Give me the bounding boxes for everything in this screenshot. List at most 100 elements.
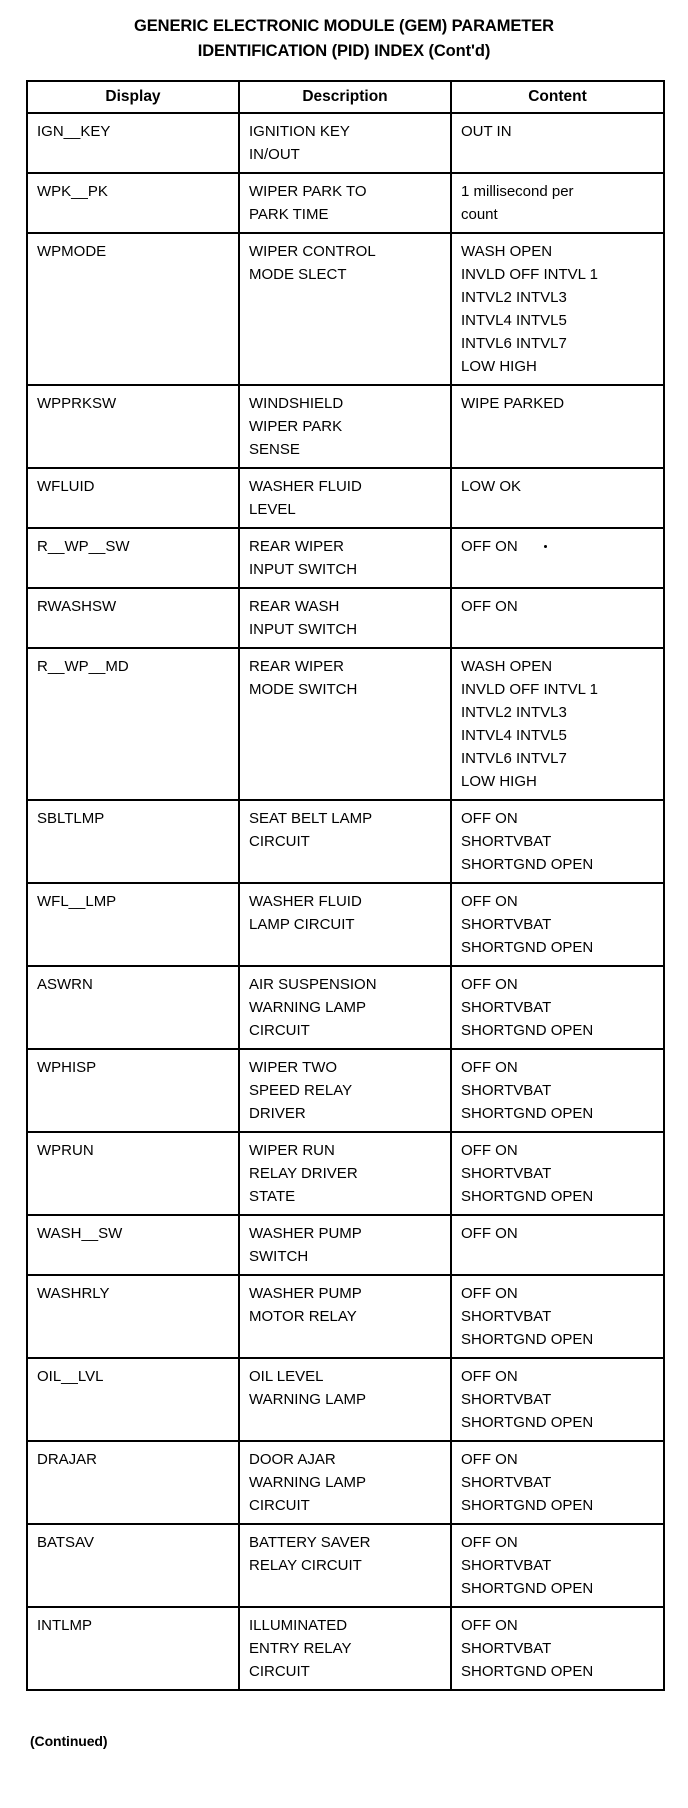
cell-line: SHORTVBAT — [461, 833, 552, 850]
cell-display: ASWRN — [26, 965, 240, 1050]
cell-line: MOTOR RELAY — [249, 1308, 357, 1325]
cell-line: SHORTGND OPEN — [461, 1331, 594, 1348]
cell-content: OFF ON — [450, 1214, 665, 1276]
cell-line: WASHER PUMP — [249, 1225, 362, 1242]
cell-line: OFF ON — [461, 1142, 518, 1159]
cell-line: IGN__KEY — [37, 123, 111, 140]
cell-line: WFL__LMP — [37, 893, 117, 910]
cell-display: R__WP__SW — [26, 527, 240, 589]
cell-display: WPRUN — [26, 1131, 240, 1216]
cell-line: WASH__SW — [37, 1225, 123, 1242]
cell-line: OUT IN — [461, 123, 512, 140]
cell-line: RELAY DRIVER — [249, 1165, 358, 1182]
cell-line: R__WP__MD — [37, 658, 129, 675]
cell-display: WFL__LMP — [26, 882, 240, 967]
cell-line: SHORTVBAT — [461, 1391, 552, 1408]
cell-line: WPMODE — [37, 243, 107, 260]
cell-display: DRAJAR — [26, 1440, 240, 1525]
cell-line: WPRUN — [37, 1142, 94, 1159]
cell-line: OFF ON — [461, 810, 518, 827]
cell-display: SBLTLMP — [26, 799, 240, 884]
table-header-row: Display Description Content — [26, 80, 665, 114]
cell-line: OFF ON — [461, 598, 518, 615]
cell-content: WIPE PARKED — [450, 384, 665, 469]
cell-line: MODE SWITCH — [249, 681, 358, 698]
cell-display: INTLMP — [26, 1606, 240, 1691]
cell-line: SEAT BELT LAMP — [249, 810, 373, 827]
cell-line: SHORTGND OPEN — [461, 939, 594, 956]
table-row: WASH__SW WASHER PUMP SWITCH OFF ON — [26, 1214, 665, 1276]
cell-line: BATSAV — [37, 1534, 94, 1551]
cell-line: SHORTGND OPEN — [461, 1580, 594, 1597]
cell-line: STATE — [249, 1188, 296, 1205]
cell-line: WARNING LAMP — [249, 999, 366, 1016]
cell-line: SPEED RELAY — [249, 1082, 353, 1099]
cell-line: INTVL6 INTVL7 — [461, 335, 567, 352]
cell-line: BATTERY SAVER — [249, 1534, 371, 1551]
cell-line: WARNING LAMP — [249, 1391, 366, 1408]
cell-line: INTVL6 INTVL7 — [461, 750, 567, 767]
cell-content: OFF ON — [450, 587, 665, 649]
cell-line: WASH OPEN — [461, 658, 553, 675]
cell-line: count — [461, 206, 498, 223]
cell-line: REAR WIPER — [249, 538, 345, 555]
cell-line: ASWRN — [37, 976, 93, 993]
cell-line: OFF ON — [461, 1285, 518, 1302]
column-header-content: Content — [450, 80, 665, 114]
cell-line: WIPER PARK TO — [249, 183, 367, 200]
cell-display: OIL__LVL — [26, 1357, 240, 1442]
cell-line: INTVL4 INTVL5 — [461, 312, 567, 329]
cell-line: OFF ON — [461, 1059, 518, 1076]
cell-line: SHORTVBAT — [461, 916, 552, 933]
cell-line: SWITCH — [249, 1248, 309, 1265]
cell-line: WIPER CONTROL — [249, 243, 376, 260]
cell-line: SHORTGND OPEN — [461, 1663, 594, 1680]
cell-line: INVLD OFF INTVL 1 — [461, 681, 598, 698]
cell-line: WINDSHIELD — [249, 395, 344, 412]
page-title: GENERIC ELECTRONIC MODULE (GEM) PARAMETE… — [26, 14, 662, 64]
cell-line: INTVL4 INTVL5 — [461, 727, 567, 744]
cell-line: WIPER PARK — [249, 418, 343, 435]
cell-line: WASHER FLUID — [249, 893, 362, 910]
cell-line: OIL__LVL — [37, 1368, 104, 1385]
cell-line: WPPRKSW — [37, 395, 117, 412]
cell-line: SENSE — [249, 441, 300, 458]
stray-mark-icon — [543, 545, 547, 549]
cell-display: WASH__SW — [26, 1214, 240, 1276]
table-row: WPPRKSW WINDSHIELD WIPER PARK SENSE WIPE PAR… — [26, 384, 665, 469]
cell-line: WARNING LAMP — [249, 1474, 366, 1491]
cell-display: WFLUID — [26, 467, 240, 529]
cell-line: WPHISP — [37, 1059, 97, 1076]
cell-line: SBLTLMP — [37, 810, 105, 827]
cell-line: SHORTVBAT — [461, 1474, 552, 1491]
cell-line: OFF ON — [461, 1368, 518, 1385]
cell-line: WIPE PARKED — [461, 395, 565, 412]
cell-line: LOW OK — [461, 478, 522, 495]
